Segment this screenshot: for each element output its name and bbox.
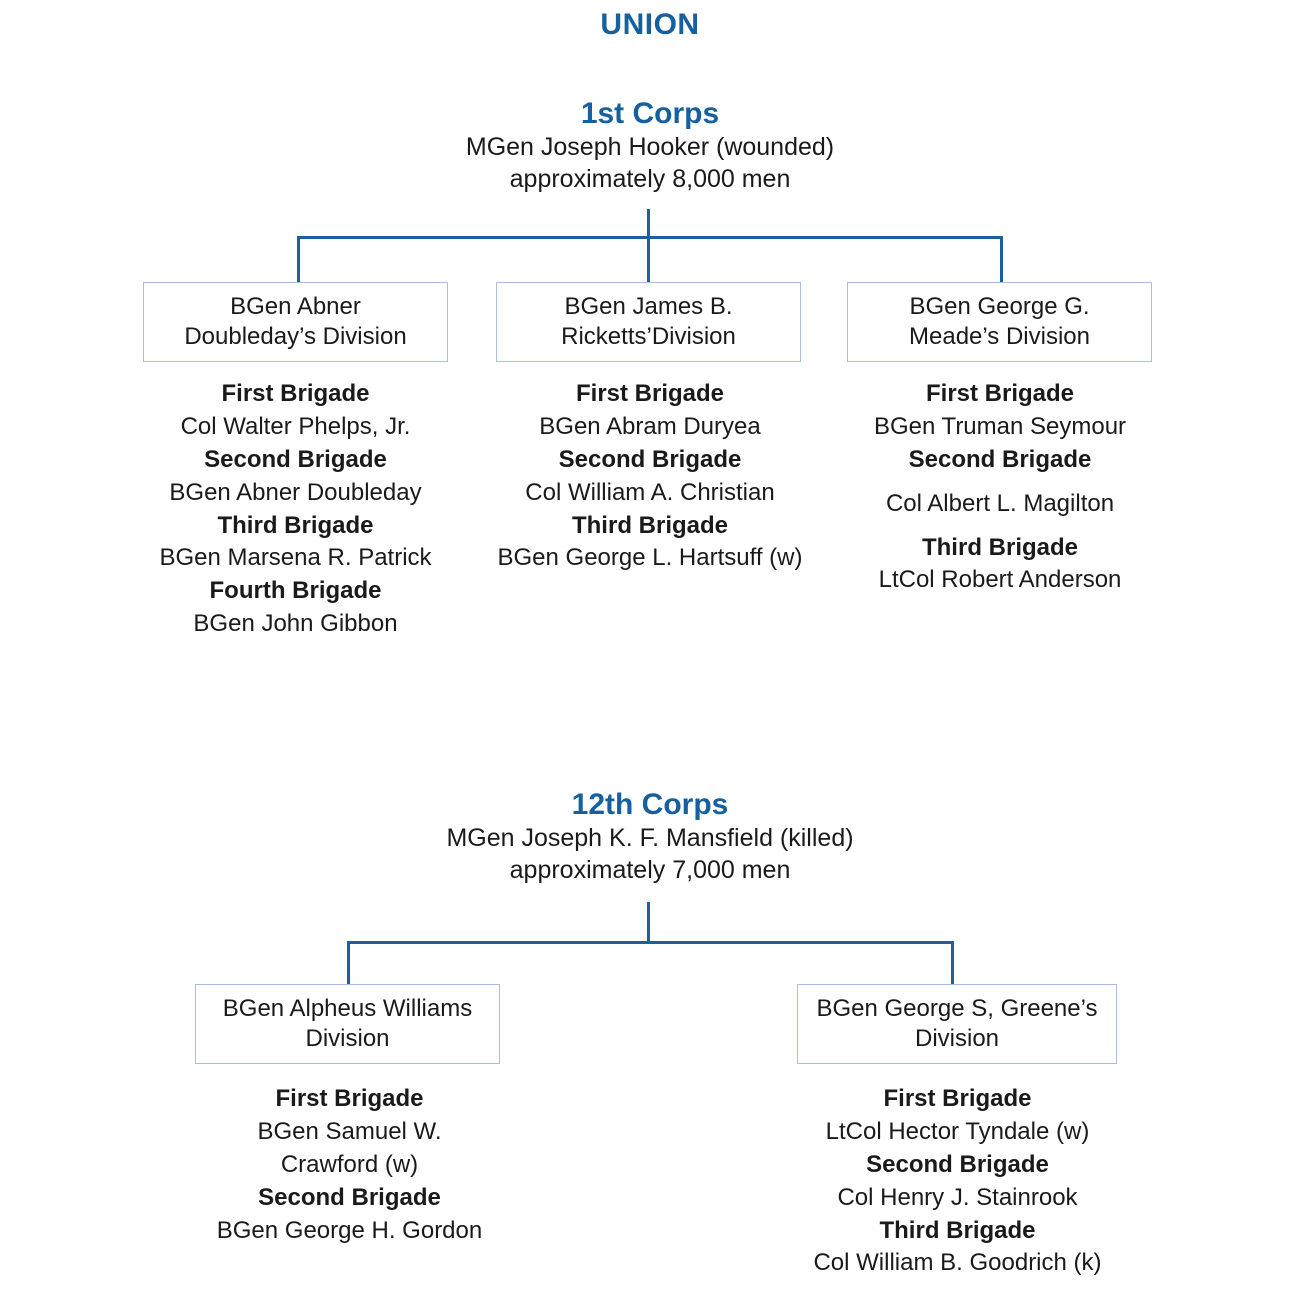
- brigade-name: First Brigade: [221, 380, 370, 407]
- brigade-commander: BGen Abram Duryea: [539, 412, 761, 440]
- brigade-name: Second Brigade: [558, 445, 742, 473]
- brigade-commander: Col Henry J. Stainrook: [837, 1183, 1078, 1211]
- division-box-doubleday-line2: Doubleday’s Division: [184, 323, 407, 350]
- division-box-ricketts[interactable]: BGen James B. Ricketts’Division: [496, 282, 801, 362]
- connector-bar-first-corps: [297, 236, 1003, 239]
- connector-bar-twelfth-corps: [347, 941, 954, 944]
- brigade-commander: BGen Truman Seymour: [873, 412, 1127, 440]
- brigade-name: First Brigade: [883, 1085, 1032, 1112]
- brigade-commander: LtCol Robert Anderson: [878, 566, 1122, 594]
- connector-drop-ricketts: [647, 236, 650, 283]
- brigade-commander: Col William B. Goodrich (k): [813, 1249, 1102, 1277]
- brigade-commander: BGen George H. Gordon: [216, 1216, 483, 1244]
- brigade-name: Second Brigade: [258, 1183, 441, 1211]
- brigade-commander: BGen Abner Doubleday: [169, 478, 422, 506]
- division-box-greene-line2: Division: [914, 1025, 1000, 1052]
- connector-drop-greene: [951, 941, 954, 985]
- division-box-meade[interactable]: BGen George G. Meade’s Division: [847, 282, 1152, 362]
- division-box-williams-line2: Division: [305, 1025, 390, 1052]
- brigade-commander: BGen George L. Hartsuff (w): [497, 544, 803, 572]
- twelfth-corps-commander: MGen Joseph K. F. Mansfield (killed): [446, 824, 854, 853]
- division-box-meade-line2: Meade’s Division: [909, 323, 1090, 350]
- brigade-name: Third Brigade: [217, 511, 374, 539]
- division-box-ricketts-line1: BGen James B.: [564, 292, 733, 320]
- brigade-list-ricketts: First Brigade BGen Abram Duryea Second B…: [470, 378, 830, 575]
- division-box-ricketts-line2: Ricketts’Division: [561, 323, 736, 350]
- first-corps-strength: approximately 8,000 men: [509, 165, 791, 194]
- brigade-commander: BGen Marsena R. Patrick: [159, 544, 432, 572]
- brigade-name: First Brigade: [575, 380, 725, 407]
- brigade-name: Second Brigade: [866, 1150, 1049, 1178]
- brigade-name: Third Brigade: [571, 511, 728, 539]
- brigade-list-greene: First Brigade LtCol Hector Tyndale (w) S…: [780, 1083, 1135, 1280]
- brigade-commander: BGen John Gibbon: [193, 610, 398, 638]
- division-box-doubleday[interactable]: BGen Abner Doubleday’s Division: [143, 282, 448, 362]
- brigade-name: Third Brigade: [921, 533, 1078, 561]
- division-box-williams[interactable]: BGen Alpheus Williams Division: [195, 984, 500, 1064]
- connector-drop-meade: [1000, 236, 1003, 283]
- division-box-doubleday-line1: BGen Abner: [230, 292, 361, 320]
- division-box-williams-line1: BGen Alpheus Williams: [222, 994, 473, 1022]
- brigade-list-doubleday: First Brigade Col Walter Phelps, Jr. Sec…: [128, 378, 463, 641]
- twelfth-corps-title: 12th Corps: [571, 788, 729, 821]
- connector-drop-williams: [347, 941, 350, 985]
- division-box-greene-line1: BGen George S, Greene’s: [816, 994, 1098, 1022]
- brigade-name: First Brigade: [925, 380, 1075, 407]
- division-box-greene[interactable]: BGen George S, Greene’s Division: [797, 984, 1117, 1064]
- brigade-commander: BGen Samuel W. Crawford (w): [257, 1117, 442, 1178]
- brigade-name: Fourth Brigade: [209, 577, 382, 605]
- connector-drop-doubleday: [297, 236, 300, 283]
- first-corps-title: 1st Corps: [580, 97, 720, 130]
- brigade-commander: Col William A. Christian: [525, 478, 775, 506]
- brigade-name: Second Brigade: [204, 445, 387, 473]
- twelfth-corps-strength: approximately 7,000 men: [509, 856, 791, 885]
- brigade-name: Second Brigade: [908, 445, 1092, 473]
- brigade-list-williams: First Brigade BGen Samuel W. Crawford (w…: [182, 1083, 517, 1247]
- division-box-meade-line1: BGen George G.: [909, 292, 1090, 320]
- twelfth-corps-header: 12th Corps MGen Joseph K. F. Mansfield (…: [0, 787, 1300, 886]
- page-title: UNION: [600, 8, 700, 41]
- brigade-list-meade: First Brigade BGen Truman Seymour Second…: [830, 378, 1170, 597]
- brigade-commander: LtCol Hector Tyndale (w): [825, 1117, 1090, 1145]
- brigade-commander: Col Walter Phelps, Jr.: [180, 412, 411, 440]
- connector-stem-twelfth-corps: [647, 902, 650, 943]
- connector-stem-first-corps: [647, 209, 650, 238]
- first-corps-header: 1st Corps MGen Joseph Hooker (wounded) a…: [0, 96, 1300, 195]
- brigade-commander: Col Albert L. Magilton: [885, 489, 1115, 517]
- first-corps-commander: MGen Joseph Hooker (wounded): [465, 133, 835, 162]
- brigade-name: First Brigade: [275, 1085, 424, 1112]
- brigade-name: Third Brigade: [879, 1216, 1036, 1244]
